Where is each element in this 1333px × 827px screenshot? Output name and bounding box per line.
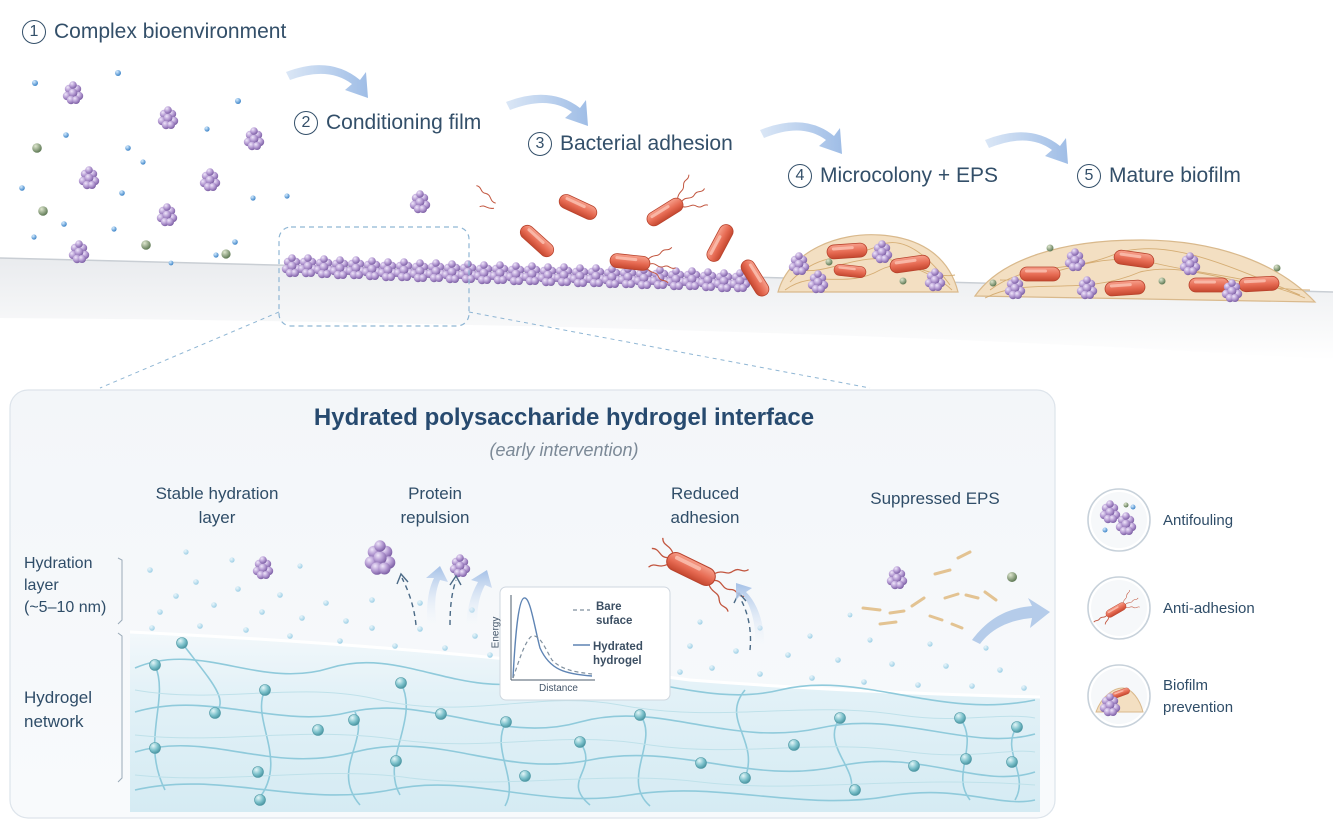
feature-hydration-layer: Stable hydration layer [127,482,307,530]
legend-biofilm-prevention-label: Biofilm prevention [1163,675,1233,719]
bioenvironment-particles [19,70,431,266]
legend-biofilm-line2: prevention [1163,699,1234,716]
stage-1-text: Complex bioenvironment [54,20,287,43]
anti-adhesion-legend-icon [1087,576,1151,640]
feature-eps-line1: Suppressed EPS [870,489,1000,508]
feature-hydration-line2: layer [198,508,236,527]
feature-protein-line1: Protein [408,484,462,503]
mature-biofilm [973,239,1317,303]
network-label-line2: network [24,712,84,731]
inset-legend-hydrogel: Hydrated hydrogel [593,640,643,668]
stage-4-text: Microcolony + EPS [820,164,998,187]
inset-x-axis-label: Distance [539,683,578,694]
inset-legend-bare: Bare suface [596,600,632,628]
stage-4-label: 4 Microcolony + EPS [788,164,998,188]
antifouling-legend-icon [1087,488,1151,552]
stage-3-label: 3 Bacterial adhesion [528,132,733,156]
feature-suppressed-eps: Suppressed EPS [850,487,1020,511]
hydrogel-network-label: Hydrogel network [24,686,92,734]
side-brackets [117,557,123,783]
legend-biofilm-line1: Biofilm [1163,677,1209,694]
hydration-label-line3: (~5–10 nm) [24,599,107,616]
biofilm-prevention-legend-icon [1087,664,1151,728]
hydration-layer-label: Hydration layer (~5–10 nm) [24,553,106,619]
protein-repulsion-illustration [252,540,492,632]
feature-protein-line2: repulsion [400,508,470,527]
suppressed-eps-illustration [861,550,1050,644]
feature-protein-repulsion: Protein repulsion [360,482,510,530]
zoom-callout [99,226,871,389]
stage-2-text: Conditioning film [326,111,482,134]
hydration-label-line2: layer [24,577,59,594]
inset-hydrogel-line1: Hydrated [593,641,643,653]
stage-2-number: 2 [294,111,318,135]
inset-y-axis-label: Energy [490,616,502,649]
reduced-adhesion-illustration [648,535,765,655]
legend-icons [1087,488,1151,728]
feature-adhesion-line2: adhesion [670,508,740,527]
legend-anti-adhesion-label: Anti-adhesion [1163,600,1255,617]
inset-bare-line2: suface [596,615,633,627]
feature-reduced-adhesion: Reduced adhesion [630,482,780,530]
stage-5-text: Mature biofilm [1109,164,1241,187]
hydrated-hydrogel-curve [512,597,593,679]
stage-arrows [286,65,1068,164]
stage-3-text: Bacterial adhesion [560,132,733,155]
hydrogel-faint-strands [134,689,1036,787]
feature-adhesion-line1: Reduced [670,484,740,503]
bare-surface-curve [512,635,593,679]
hydrogel-network [134,642,1036,807]
inset-bare-line1: Bare [596,601,622,613]
panel-title: Hydrated polysaccharide hydrogel interfa… [313,404,815,431]
adhering-bacteria [476,172,773,300]
stage-1-number: 1 [22,20,46,44]
stage-2-label: 2 Conditioning film [294,111,481,135]
network-label-line1: Hydrogel [24,688,93,707]
hydrogel-crosslink-nodes [149,637,1023,806]
stage-4-number: 4 [788,164,812,188]
stage-3-number: 3 [528,132,552,156]
inset-hydrogel-line2: hydrogel [593,655,642,667]
stage-5-number: 5 [1077,164,1101,188]
legend-antifouling-label: Antifouling [1163,512,1234,529]
panel-subtitle: (early intervention) [489,440,639,460]
stage-5-label: 5 Mature biofilm [1077,164,1241,188]
hydration-label-line1: Hydration [24,555,93,572]
microcolony [777,234,959,294]
energy-inset [499,586,671,701]
feature-hydration-line1: Stable hydration [155,484,279,503]
stage-1-label: 1 Complex bioenvironment [22,20,286,44]
